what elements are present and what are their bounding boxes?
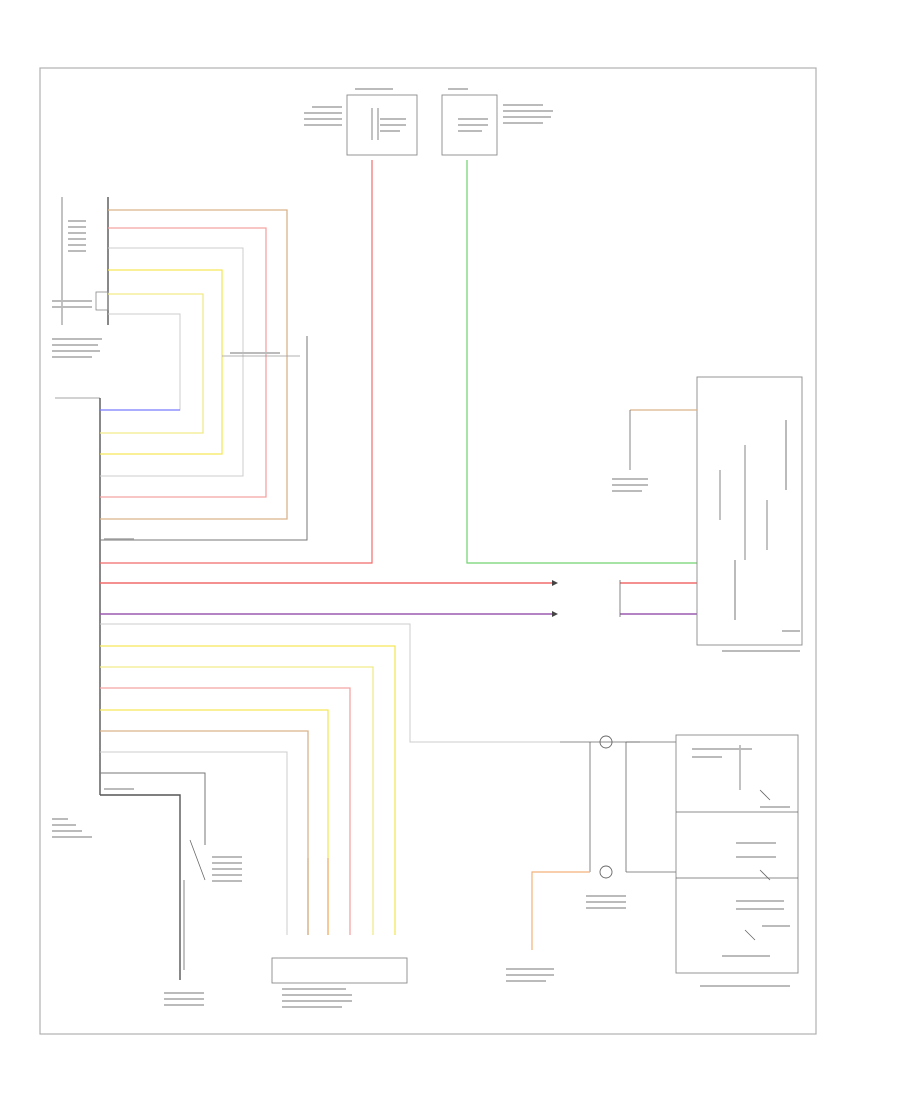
lower-right-module (675, 734, 799, 987)
diagram-frame (39, 67, 817, 1035)
upper-left-connector (52, 197, 109, 358)
top-left-fuse-box (304, 88, 418, 156)
top-right-relay-box (441, 88, 553, 156)
bottom-connector-box (271, 957, 408, 1008)
right-upper-module (612, 376, 803, 652)
main-module-bus (52, 397, 134, 838)
upper-wire-group (100, 209, 308, 541)
lower-right-switch (506, 735, 676, 982)
lower-wire-group (100, 623, 560, 980)
lower-left-ground (164, 839, 242, 1006)
long-horizontal-wires (100, 160, 700, 617)
